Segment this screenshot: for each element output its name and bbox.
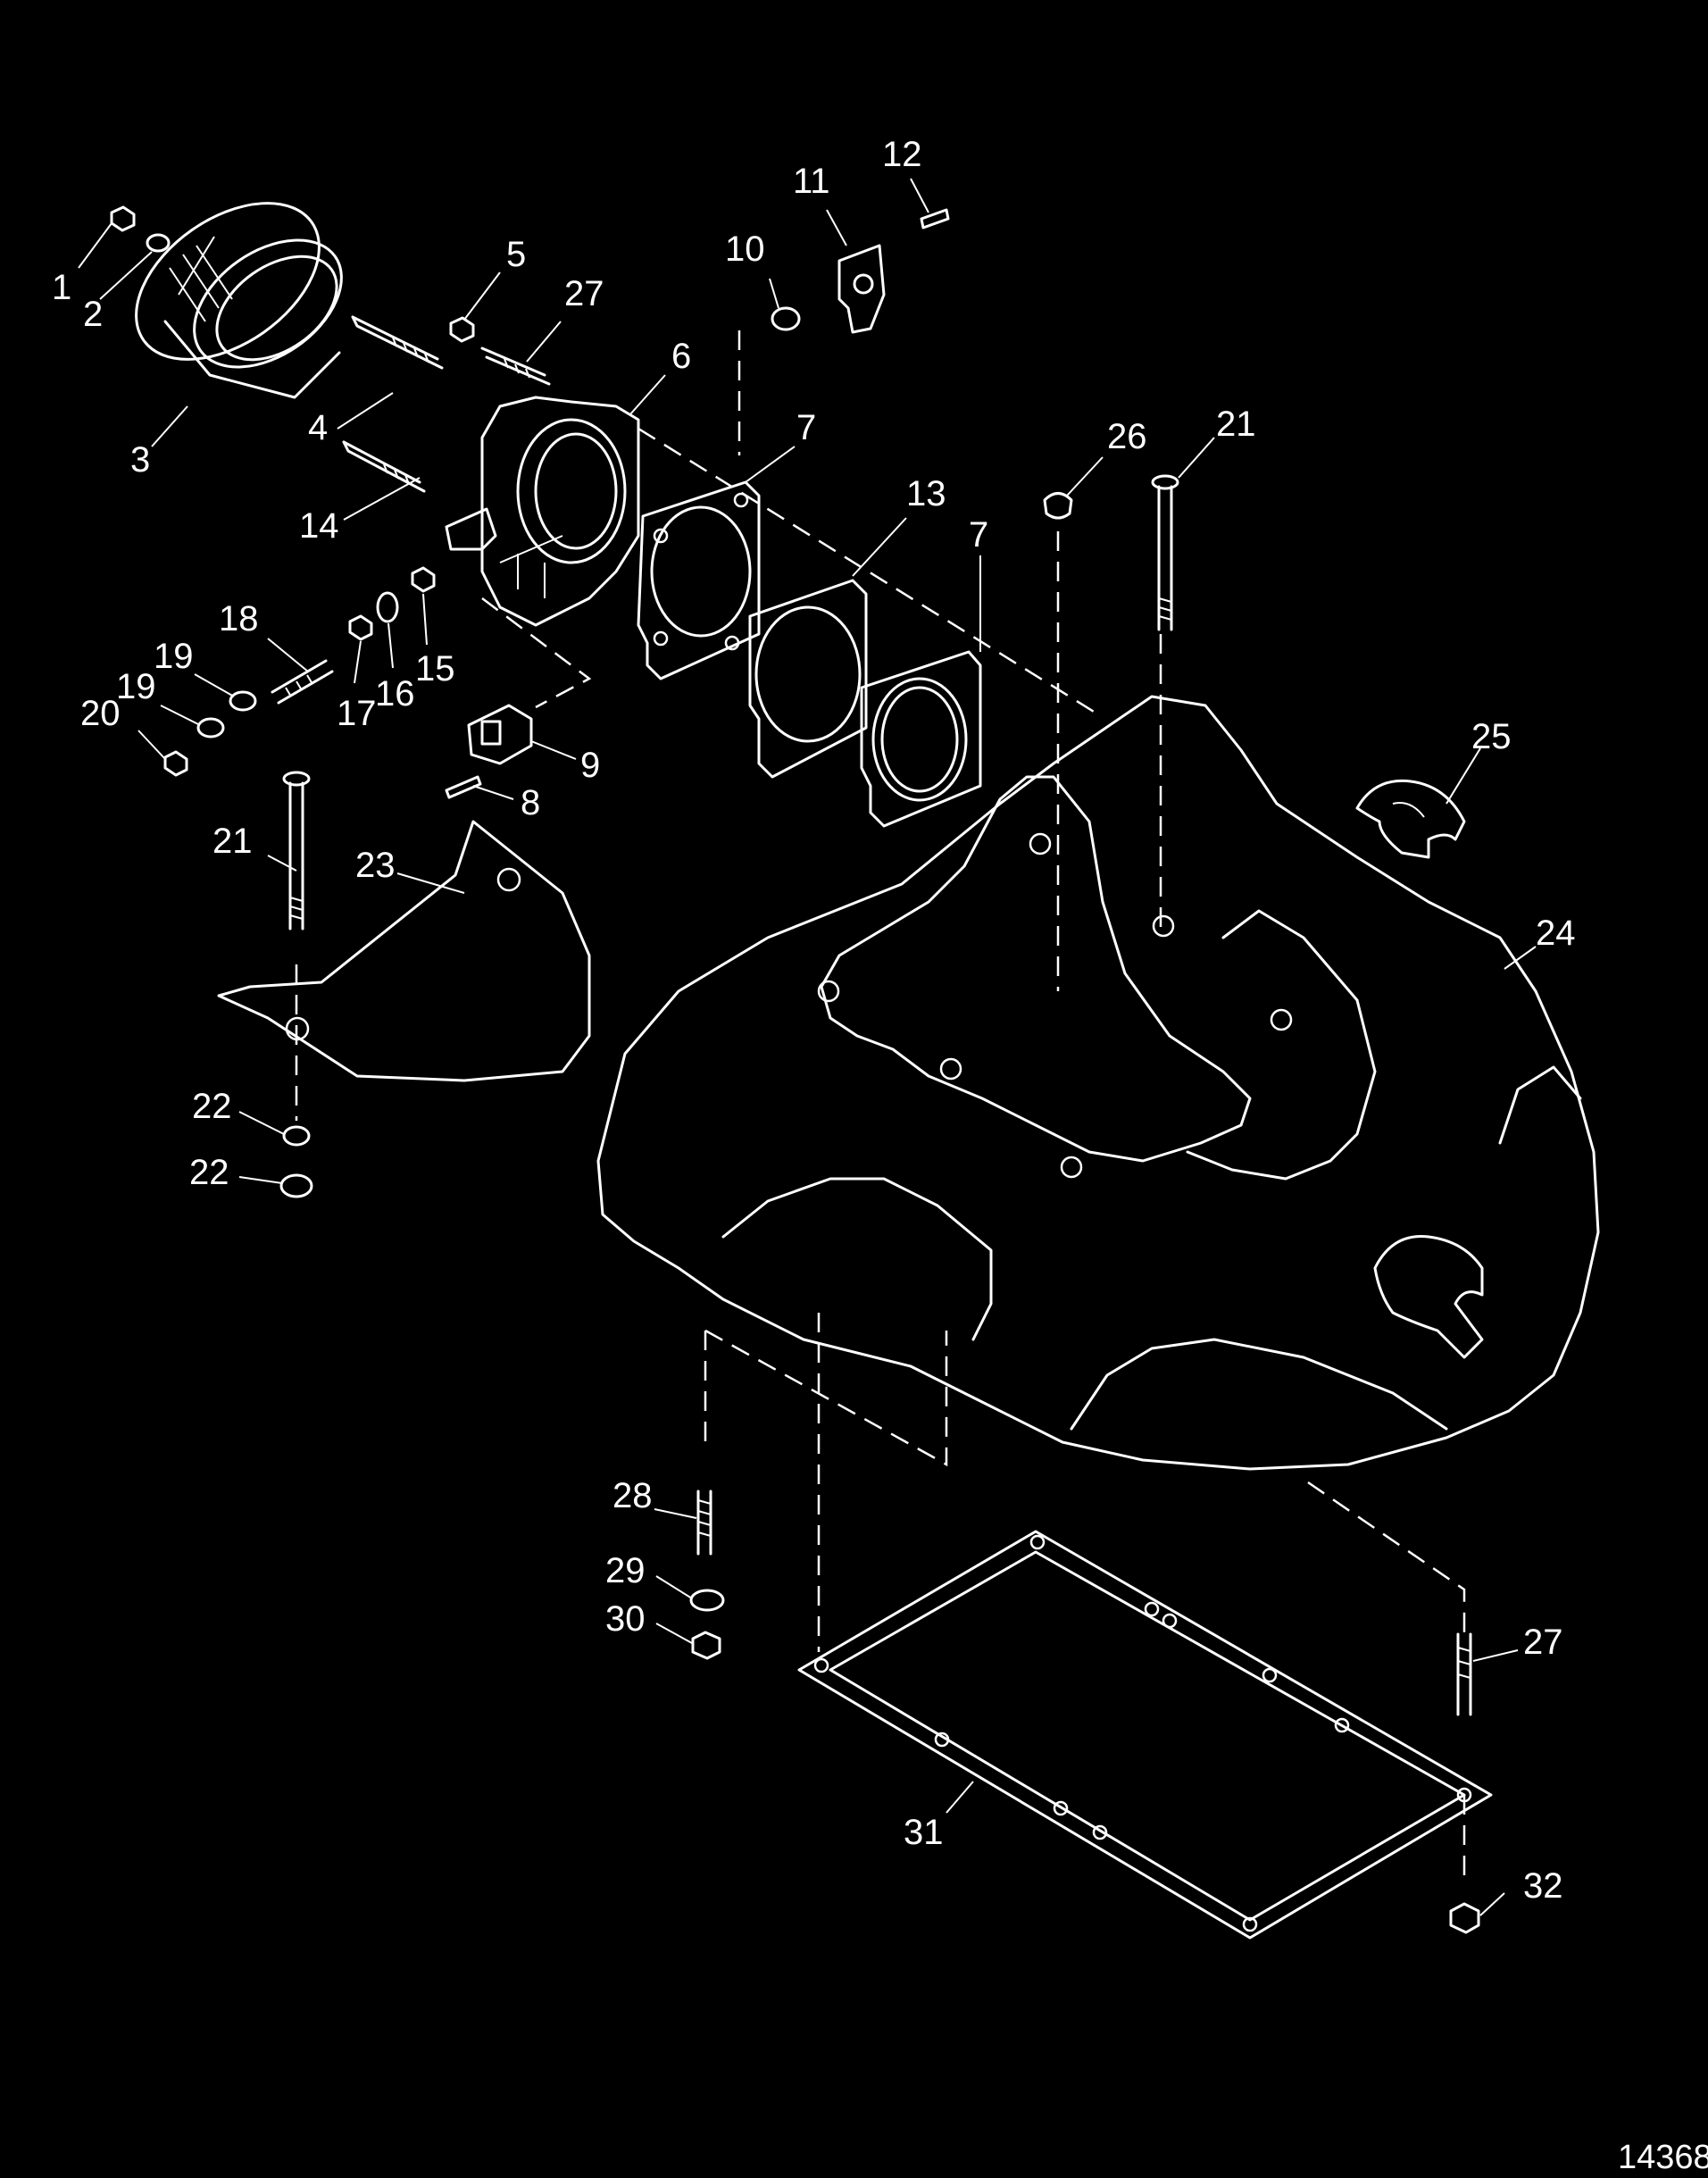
callout-23: 23 bbox=[355, 846, 396, 885]
alignment-line bbox=[1307, 1481, 1466, 1634]
callout-12: 12 bbox=[882, 135, 922, 174]
stud-14 bbox=[342, 440, 426, 493]
callout-labels: 1 2 3 4 5 27 6 10 11 12 7 13 7 26 21 14 … bbox=[52, 135, 1576, 1906]
stud-27-upper bbox=[480, 346, 551, 386]
grommet-22a bbox=[282, 1125, 311, 1147]
gasket-7b bbox=[860, 650, 982, 828]
callout-8: 8 bbox=[521, 783, 540, 822]
washer-2 bbox=[146, 233, 171, 253]
figure-number: 14368 bbox=[1618, 2139, 1708, 2176]
stud-27-lower bbox=[1456, 1632, 1472, 1716]
callout-25: 25 bbox=[1471, 717, 1512, 756]
callout-11: 11 bbox=[793, 162, 830, 201]
callout-6: 6 bbox=[671, 337, 691, 376]
callout-29: 29 bbox=[605, 1551, 646, 1590]
callout-9: 9 bbox=[580, 746, 600, 785]
gasket-31 bbox=[797, 1530, 1493, 1940]
nut-32 bbox=[1449, 1902, 1480, 1934]
alignment-line bbox=[704, 1329, 948, 1467]
bolt-21-left bbox=[282, 771, 311, 930]
callout-20: 20 bbox=[80, 694, 121, 733]
callout-15: 15 bbox=[415, 649, 455, 688]
washer-29 bbox=[689, 1589, 725, 1612]
callout-2: 2 bbox=[83, 295, 103, 334]
alignment-line bbox=[481, 597, 592, 709]
stud-4 bbox=[351, 315, 444, 370]
screw-12 bbox=[920, 208, 950, 229]
gasket-7a bbox=[637, 480, 761, 680]
callout-27-upper: 27 bbox=[564, 274, 604, 313]
callout-7b: 7 bbox=[969, 515, 988, 555]
callout-31: 31 bbox=[904, 1813, 944, 1852]
washer-19a bbox=[229, 690, 257, 712]
nut-15 bbox=[411, 566, 436, 593]
callout-22a: 22 bbox=[192, 1087, 232, 1126]
callout-30: 30 bbox=[605, 1599, 646, 1639]
nut-5 bbox=[449, 316, 475, 343]
washer-16 bbox=[376, 591, 399, 623]
callout-26: 26 bbox=[1107, 417, 1147, 456]
callout-22b: 22 bbox=[189, 1153, 229, 1192]
callout-18: 18 bbox=[219, 599, 259, 638]
callout-4: 4 bbox=[308, 408, 328, 447]
callout-21-left: 21 bbox=[212, 822, 253, 861]
throttle-body bbox=[445, 396, 640, 627]
callout-16: 16 bbox=[375, 674, 415, 713]
plug-26 bbox=[1043, 492, 1073, 520]
nut-17 bbox=[348, 614, 373, 641]
callout-17: 17 bbox=[337, 694, 377, 733]
gasket-13 bbox=[748, 579, 868, 779]
clip-25 bbox=[1355, 779, 1466, 859]
heat-shield-23 bbox=[217, 820, 591, 1082]
stud-18 bbox=[271, 659, 334, 705]
callout-21-right: 21 bbox=[1216, 405, 1256, 444]
nut-20 bbox=[163, 750, 188, 777]
callout-24: 24 bbox=[1536, 914, 1576, 953]
callout-14: 14 bbox=[299, 506, 339, 546]
callout-13: 13 bbox=[906, 474, 946, 513]
bolt-21-right bbox=[1151, 474, 1179, 631]
callout-1: 1 bbox=[52, 268, 71, 307]
intake-plenum-24 bbox=[596, 695, 1600, 1471]
stud-28 bbox=[696, 1490, 712, 1556]
callout-7a: 7 bbox=[796, 408, 816, 447]
callout-19a: 19 bbox=[154, 637, 194, 676]
air-filter bbox=[135, 202, 343, 399]
screw-8 bbox=[445, 775, 482, 799]
callout-28: 28 bbox=[612, 1476, 653, 1515]
plug-10 bbox=[771, 306, 801, 331]
callout-19b: 19 bbox=[116, 667, 156, 706]
callout-3: 3 bbox=[130, 440, 150, 480]
callout-27-lower: 27 bbox=[1523, 1623, 1563, 1662]
sensor-11 bbox=[837, 244, 886, 334]
callout-5: 5 bbox=[506, 235, 526, 274]
callout-10: 10 bbox=[725, 229, 765, 269]
alignment-line bbox=[637, 427, 1099, 716]
leader-lines bbox=[78, 178, 1537, 1916]
grommet-22b bbox=[279, 1173, 313, 1198]
washer-19b bbox=[196, 717, 225, 739]
callout-32: 32 bbox=[1523, 1866, 1563, 1906]
nut-30 bbox=[691, 1631, 721, 1660]
nut-1 bbox=[110, 205, 136, 232]
valve-9 bbox=[467, 704, 533, 765]
